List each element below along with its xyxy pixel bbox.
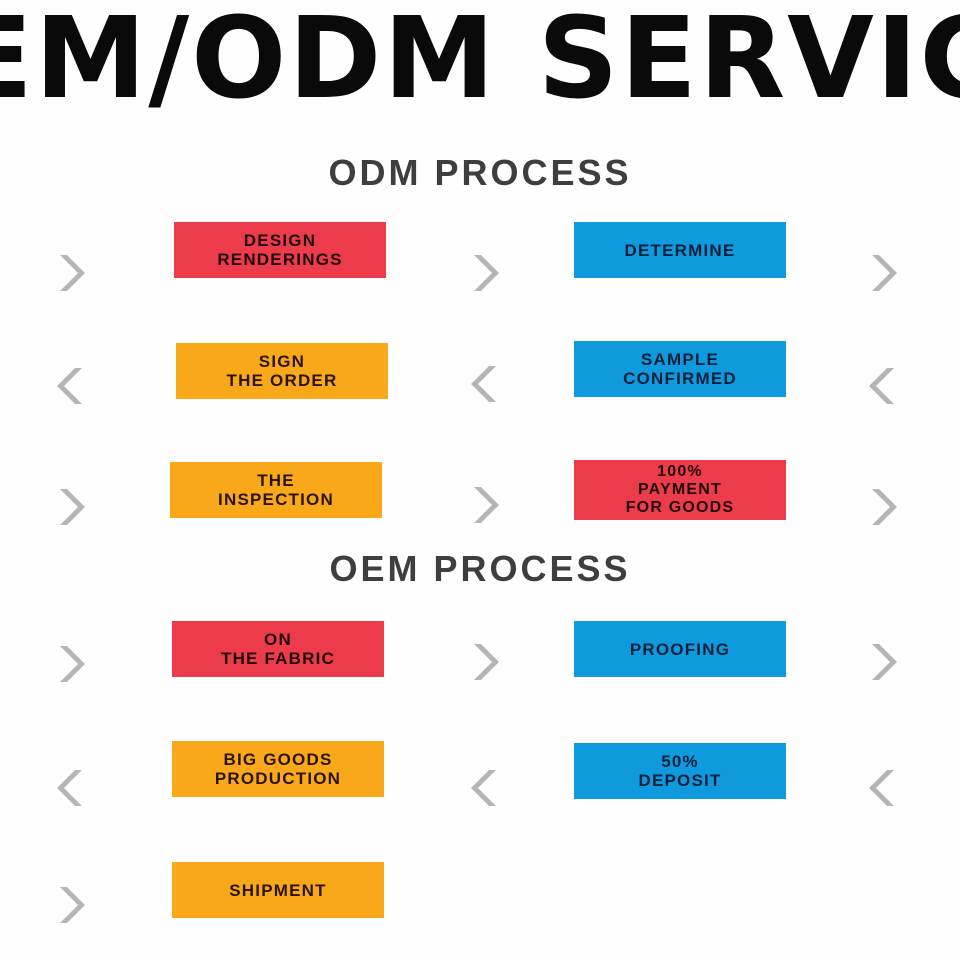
process-box-label: SIGN THE ORDER	[226, 352, 338, 390]
chevron-right-icon	[48, 641, 94, 687]
process-row: DESIGN RENDERINGS DETERMINE	[0, 222, 960, 322]
chevron-right-icon	[462, 482, 508, 528]
page-title: EM/ODM SERVIC	[0, 0, 960, 124]
chevron-left-icon	[860, 363, 906, 409]
chevron-right-icon	[462, 639, 508, 685]
section-heading-odm: ODM PROCESS	[328, 152, 632, 193]
section-heading-oem: OEM PROCESS	[329, 548, 631, 589]
chevron-right-icon	[860, 639, 906, 685]
chevron-left-icon	[48, 363, 94, 409]
chevron-right-icon	[462, 250, 508, 296]
process-box[interactable]: SAMPLE CONFIRMED	[574, 341, 786, 397]
chevron-left-icon	[462, 361, 508, 407]
process-box-label: PROOFING	[629, 639, 731, 659]
process-box-label: DESIGN RENDERINGS	[217, 231, 343, 269]
banner: EM/ODM SERVIC	[0, 0, 960, 140]
process-box[interactable]: ON THE FABRIC	[172, 621, 384, 677]
chevron-right-icon	[860, 484, 906, 530]
process-box[interactable]: SIGN THE ORDER	[176, 343, 388, 399]
process-box[interactable]: 100% PAYMENT FOR GOODS	[574, 460, 786, 520]
chevron-right-icon	[48, 882, 94, 928]
process-box-label: SAMPLE CONFIRMED	[623, 350, 737, 388]
chevron-right-icon	[48, 484, 94, 530]
chevron-left-icon	[48, 765, 94, 811]
process-box-label: 100% PAYMENT FOR GOODS	[625, 463, 735, 516]
chevron-left-icon	[860, 765, 906, 811]
process-row: ON THE FABRIC PROOFING	[0, 621, 960, 721]
process-box-label: ON THE FABRIC	[221, 630, 335, 668]
process-row: BIG GOODS PRODUCTION 50% DEPOSIT	[0, 741, 960, 841]
chevron-left-icon	[462, 765, 508, 811]
process-box-label: BIG GOODS PRODUCTION	[214, 750, 342, 788]
chevron-right-icon	[860, 250, 906, 296]
process-box[interactable]: SHIPMENT	[172, 862, 384, 918]
process-box[interactable]: THE INSPECTION	[170, 462, 382, 518]
chevron-right-icon	[48, 250, 94, 296]
process-box[interactable]: DESIGN RENDERINGS	[174, 222, 386, 278]
process-box[interactable]: BIG GOODS PRODUCTION	[172, 741, 384, 797]
process-box[interactable]: DETERMINE	[574, 222, 786, 278]
process-box[interactable]: 50% DEPOSIT	[574, 743, 786, 799]
process-box[interactable]: PROOFING	[574, 621, 786, 677]
process-row: THE INSPECTION 100% PAYMENT FOR GOODS	[0, 460, 960, 560]
process-box-label: 50% DEPOSIT	[638, 752, 722, 790]
process-box-label: DETERMINE	[624, 240, 736, 260]
process-row: SIGN THE ORDER SAMPLE CONFIRMED	[0, 341, 960, 443]
process-row: SHIPMENT	[0, 862, 960, 962]
process-box-label: THE INSPECTION	[218, 471, 334, 509]
process-box-label: SHIPMENT	[229, 880, 327, 900]
